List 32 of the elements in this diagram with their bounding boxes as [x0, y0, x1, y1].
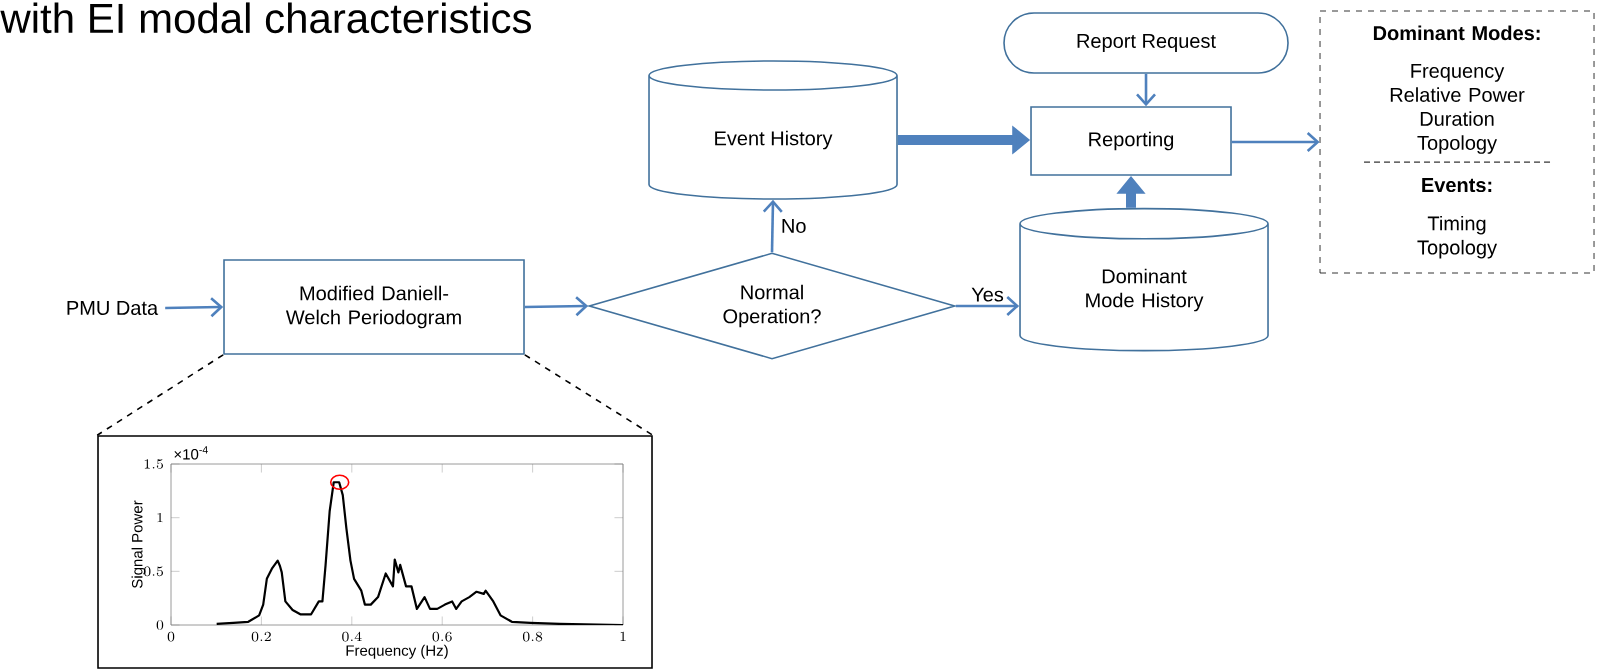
x-axis-title: Frequency (Hz): [346, 644, 448, 659]
edge-label: No: [778, 217, 809, 235]
arrow: [165, 297, 224, 318]
x-tick-label: 0 . 2: [251, 631, 271, 642]
arrow: [955, 296, 1020, 316]
y-tick-label: 1: [157, 512, 163, 523]
arrow: [524, 296, 589, 317]
connector-line: [524, 354, 654, 436]
y-tick-label: 0 . 5: [143, 566, 164, 577]
x-tick-label: 0: [167, 631, 175, 642]
scale-label: ×10$^{-4}$: [174, 446, 208, 460]
y-tick-label: 1 . 5: [144, 459, 164, 469]
y-tick-label: 0: [156, 620, 164, 630]
y-axis-title: Signal Power: [131, 500, 146, 589]
database-cylinder: Event History: [648, 60, 898, 200]
chart-panel: [97, 435, 653, 669]
connector-line: [96, 354, 224, 436]
output-box: Dominant Modes: Frequency Relative Power Duration Topology Events: Timing Topology: [1319, 10, 1595, 274]
input-label: PMU Data: [67, 301, 159, 315]
terminal-box: Report Request: [1003, 12, 1289, 74]
database-cylinder: Dominant Mode History: [1019, 207, 1269, 352]
x-tick-label: 0 . 6: [432, 631, 452, 642]
x-tick-label: 0 . 8: [522, 631, 543, 642]
arrow: [1136, 73, 1156, 107]
x-tick-label: 0 .4: [342, 631, 362, 642]
process-box: Reporting: [1030, 106, 1232, 176]
edge-label: Yes: [969, 285, 1006, 304]
title-text: with EI modal characteristics: [0, 2, 531, 34]
arrow: [1231, 132, 1320, 152]
arrow: [762, 199, 783, 253]
x-tick-label: 1: [620, 631, 626, 642]
process-box: Modified Daniell-Welch Periodogram: [223, 259, 525, 355]
